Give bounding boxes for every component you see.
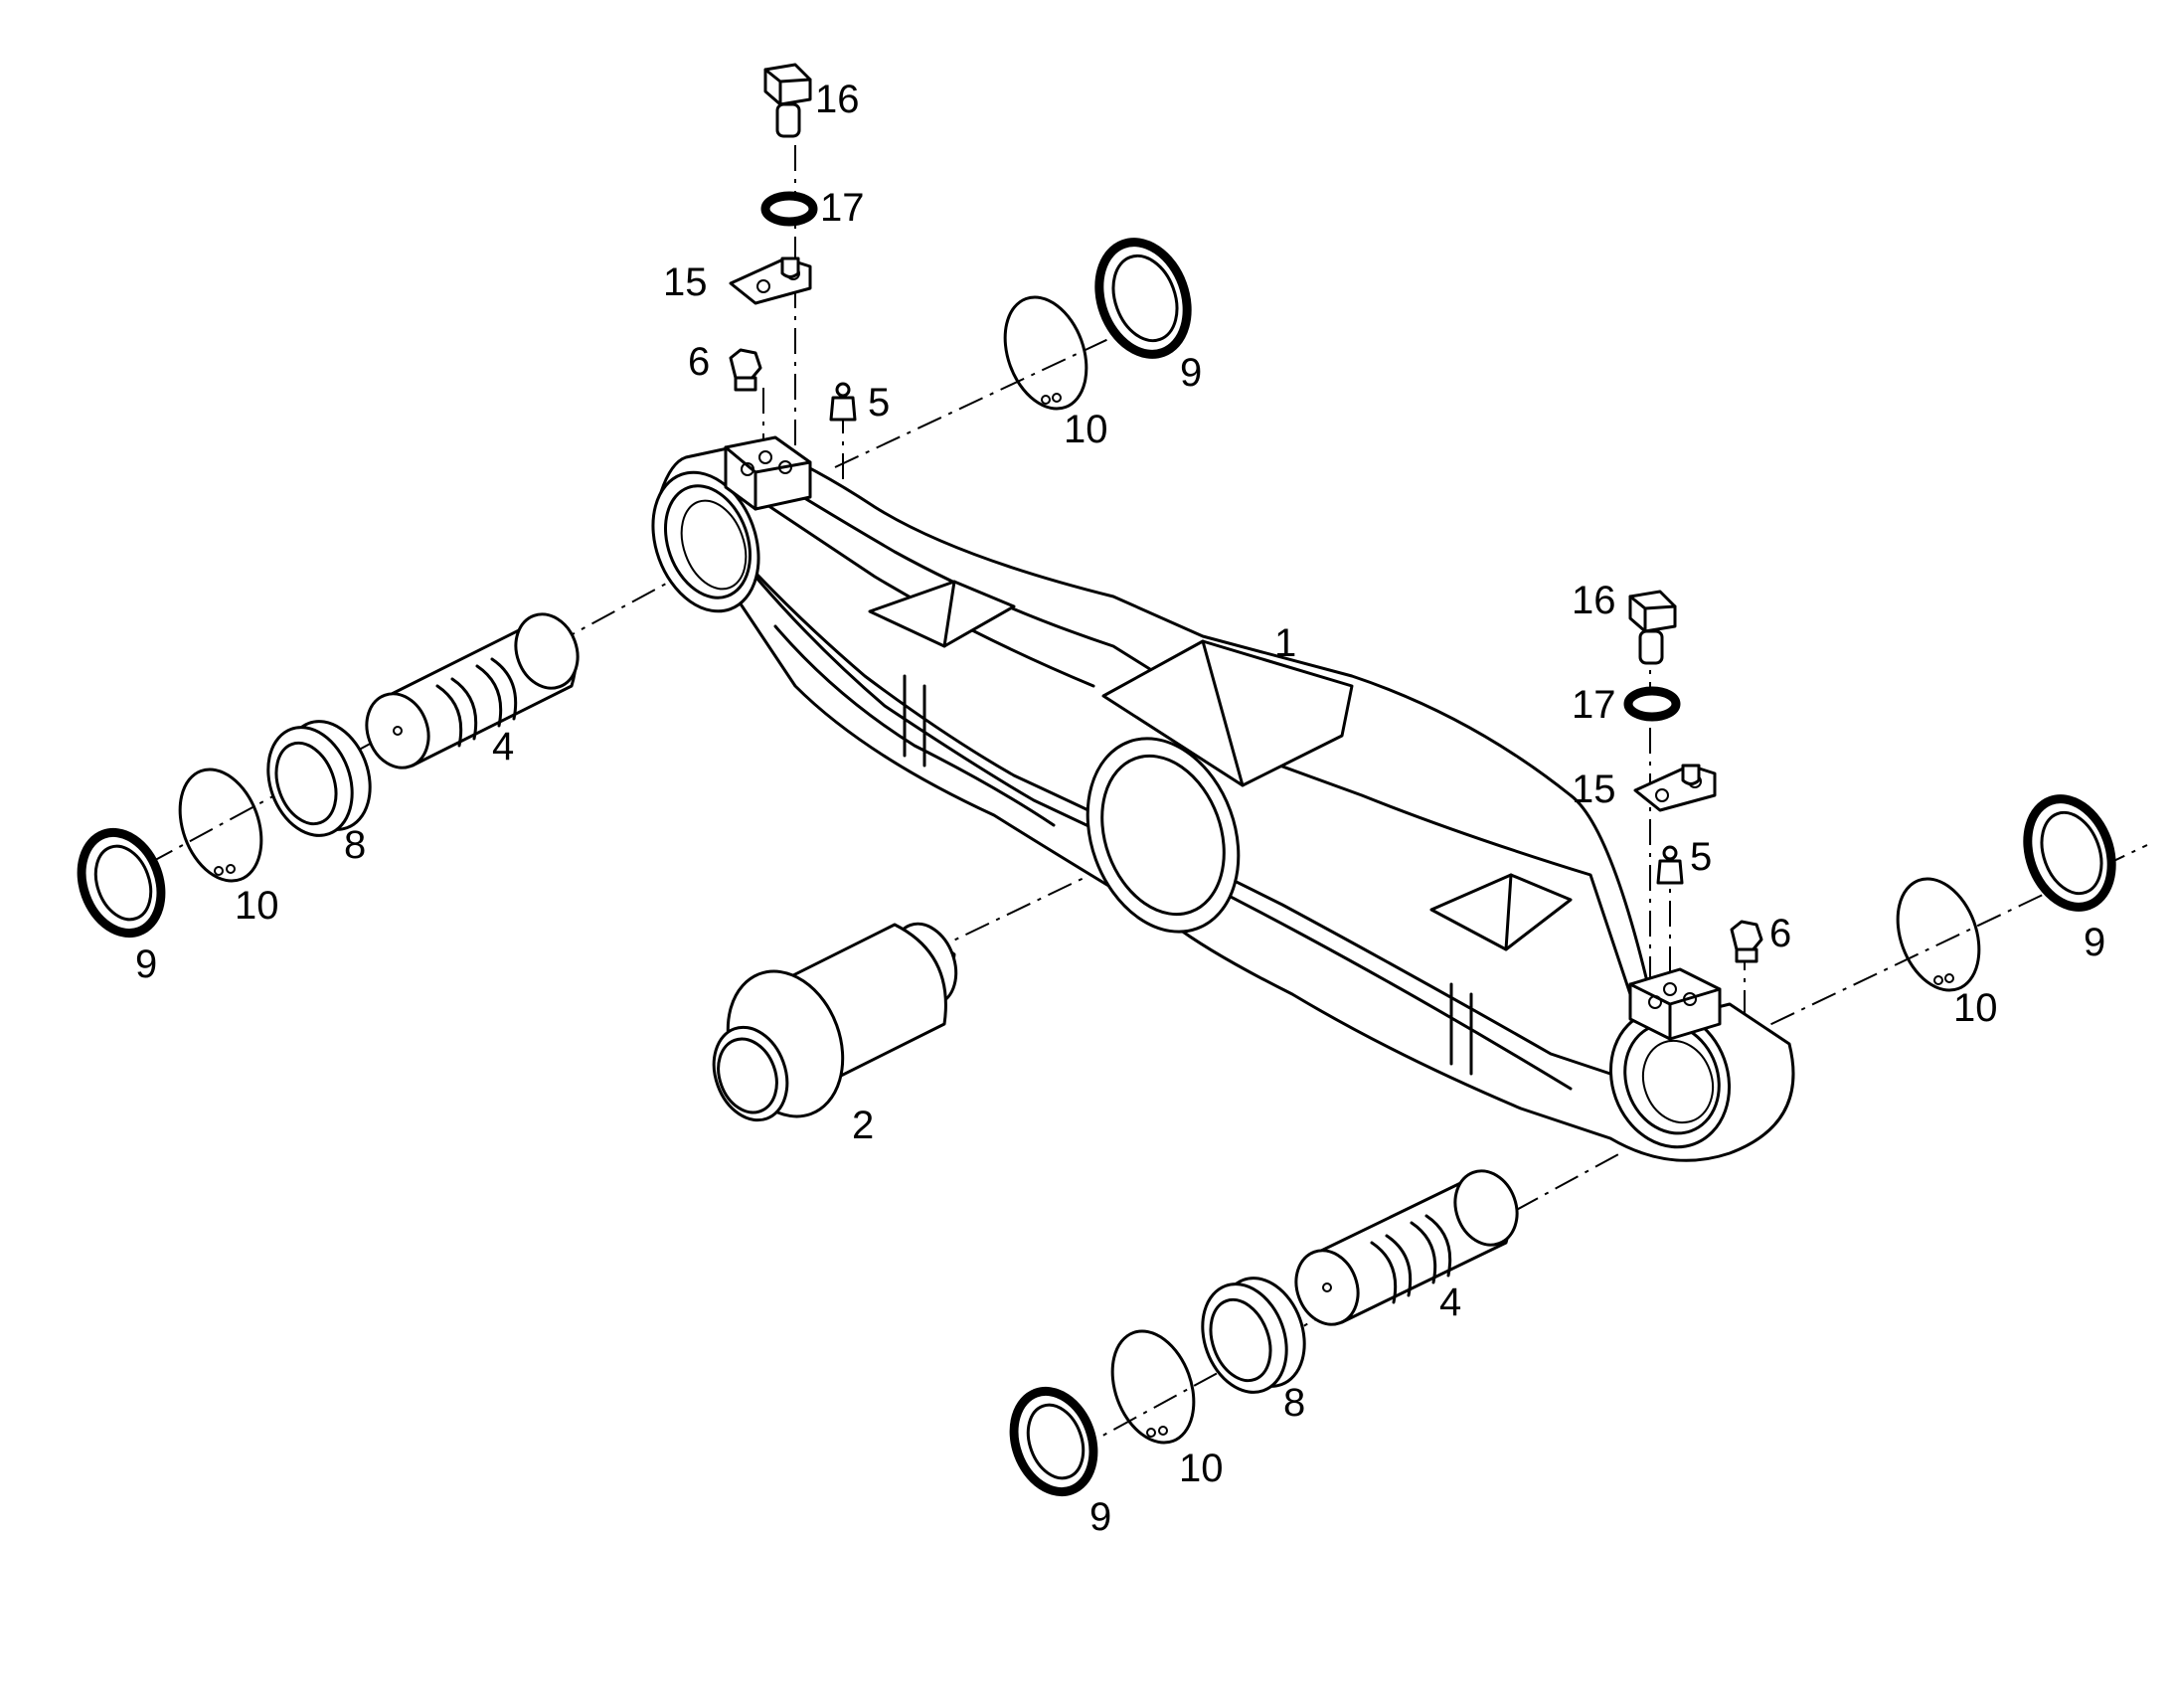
part-16-bolt-right [1628,590,1677,665]
part-6-plug-upper [729,348,762,392]
label-9: 9 [2084,921,2105,964]
label-5: 5 [1690,835,1712,879]
label-17: 17 [820,186,865,230]
part-16-bolt-upper [763,63,812,138]
label-8: 8 [344,823,366,867]
part-5-grease-fitting-right [1656,845,1684,885]
part-10-snap-ring-upper [1003,295,1088,411]
part-6-plug-right [1730,920,1763,963]
label-17: 17 [1572,683,1616,727]
label-15: 15 [663,260,708,304]
part-9-seal-upper [1094,238,1192,359]
part-9-seal-lower [1009,1386,1098,1497]
part-5-grease-fitting-upper [829,382,857,422]
label-15: 15 [1572,768,1616,811]
label-2: 2 [852,1104,874,1147]
part-8-bearing-left [266,720,372,837]
part-4-pin-left [365,612,580,769]
label-6: 6 [688,340,710,384]
part-15-plate-upper [729,256,812,305]
label-8: 8 [1283,1381,1305,1425]
part-15-plate-right [1633,764,1717,812]
callout-labels: 1 2 4 4 5 5 6 6 8 8 9 9 9 9 10 10 10 10 … [135,78,2105,1539]
part-9-seal-left [77,827,166,939]
part-17-washer-upper [760,191,818,227]
part-4-pin-right [1294,1169,1519,1326]
part-9-seal-right [2023,794,2116,912]
part-17-washer-right [1623,686,1681,722]
label-16: 16 [815,78,860,121]
label-9: 9 [1089,1495,1111,1539]
label-10: 10 [1953,986,1998,1030]
label-4: 4 [492,725,514,769]
label-6: 6 [1769,912,1791,955]
part-1-axle-beam [651,435,1795,1162]
part-2-pivot-bushing [712,922,958,1122]
part-10-snap-ring-left [178,768,263,883]
label-4: 4 [1439,1281,1461,1324]
label-10: 10 [1064,408,1108,451]
label-9: 9 [135,942,157,986]
label-5: 5 [868,381,890,425]
label-10: 10 [1179,1447,1224,1490]
label-1: 1 [1274,621,1296,665]
label-9: 9 [1180,351,1202,395]
part-10-snap-ring-right [1896,877,1981,992]
label-10: 10 [235,884,279,928]
label-16: 16 [1572,579,1616,622]
part-10-snap-ring-lower [1110,1329,1196,1445]
part-8-bearing-right [1201,1277,1306,1394]
